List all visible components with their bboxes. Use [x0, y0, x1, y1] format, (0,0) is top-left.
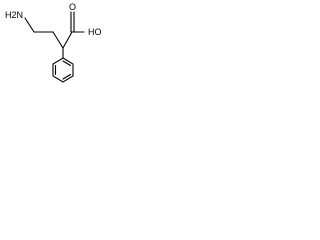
- bond-c3-c2: [52, 31, 64, 49]
- chemical-structure-diagram: H2N O HO: [5, 2, 102, 83]
- phenyl-double-bond-2: [62, 73, 72, 80]
- amine-label: H2N: [5, 10, 23, 20]
- phenyl-double-bond-1: [62, 60, 72, 67]
- hydroxyl-label: HO: [88, 27, 102, 37]
- bond-n-c4: [24, 17, 35, 33]
- bond-c2-c1: [62, 31, 73, 49]
- carbonyl-oxygen-label: O: [69, 2, 76, 12]
- phenyl-ring: [52, 57, 74, 83]
